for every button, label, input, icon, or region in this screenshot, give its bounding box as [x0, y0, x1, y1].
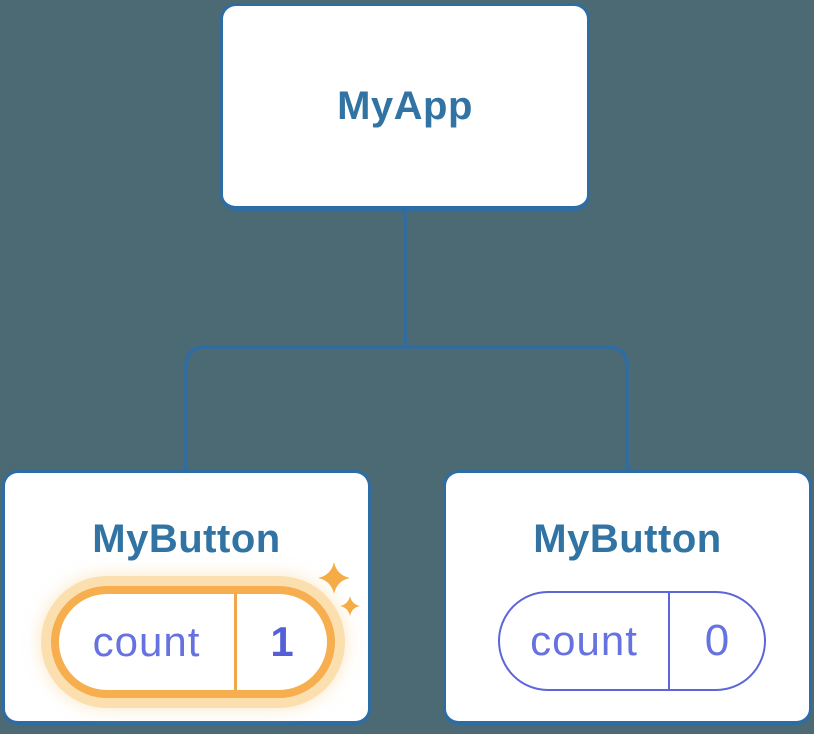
state-pill-highlighted: count 1: [51, 586, 335, 698]
state-value-section: 0: [670, 593, 764, 689]
state-pill-divider: [234, 594, 237, 690]
sparkle-icon: [340, 596, 360, 616]
component-card-button-plain: MyButton count 0: [443, 470, 812, 725]
state-pill-divider: [668, 593, 670, 689]
sparkle-icon: [318, 562, 350, 594]
state-value-label: 1: [270, 618, 294, 665]
state-key-label: count: [530, 617, 638, 664]
state-key-label: count: [92, 618, 201, 665]
state-value-label: 0: [704, 616, 730, 665]
component-card-button-highlighted: MyButton count 1: [2, 470, 371, 725]
state-key-section: count: [59, 594, 234, 690]
component-name: MyApp: [337, 83, 473, 128]
state-key-section: count: [500, 593, 668, 689]
state-pill-plain: count 0: [498, 591, 766, 691]
component-card-root: MyApp: [220, 3, 590, 211]
component-name: MyButton: [92, 517, 281, 561]
connector-branch-bracket: [184, 345, 629, 472]
component-name: MyButton: [533, 517, 722, 561]
state-value-section: 1: [237, 594, 327, 690]
